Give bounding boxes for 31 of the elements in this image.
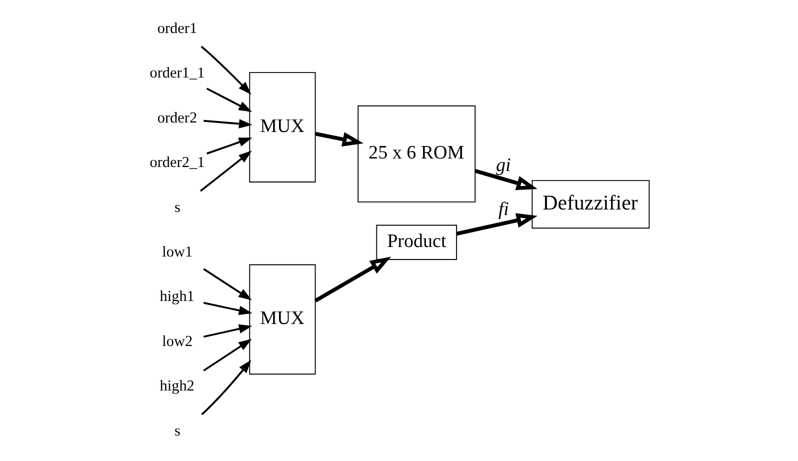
node-text: order2 bbox=[157, 109, 198, 126]
node-box: MUX bbox=[249, 72, 316, 182]
node-text: high1 bbox=[160, 288, 194, 306]
arrow bbox=[203, 268, 252, 300]
node-text: high2 bbox=[160, 378, 194, 395]
node-text: s bbox=[174, 198, 180, 216]
node-box: MUX bbox=[249, 264, 316, 375]
arrow bbox=[200, 46, 252, 95]
node-text: low2 bbox=[162, 332, 193, 350]
edge-label: fi bbox=[498, 198, 509, 220]
arrow bbox=[200, 150, 252, 192]
arrow bbox=[206, 138, 252, 154]
arrow bbox=[203, 338, 252, 372]
node-text: order2_1 bbox=[150, 154, 205, 172]
arrow bbox=[206, 88, 252, 112]
node-text: low1 bbox=[162, 243, 193, 260]
node-text: order1 bbox=[157, 20, 198, 37]
arrow bbox=[314, 256, 392, 302]
edge-label: gi bbox=[496, 155, 511, 176]
arrow bbox=[456, 213, 538, 236]
arrow bbox=[315, 132, 364, 146]
arrow bbox=[203, 324, 252, 338]
arrow bbox=[203, 302, 252, 316]
node-box: Product bbox=[376, 224, 458, 260]
arrow bbox=[201, 360, 252, 416]
node-box: Defuzzifier bbox=[532, 180, 650, 229]
arrow bbox=[474, 168, 538, 190]
node-box: 25 x 6 ROM bbox=[358, 105, 476, 202]
node-text: order1_1 bbox=[150, 64, 205, 82]
arrow bbox=[204, 119, 252, 128]
node-text: s bbox=[174, 422, 180, 440]
